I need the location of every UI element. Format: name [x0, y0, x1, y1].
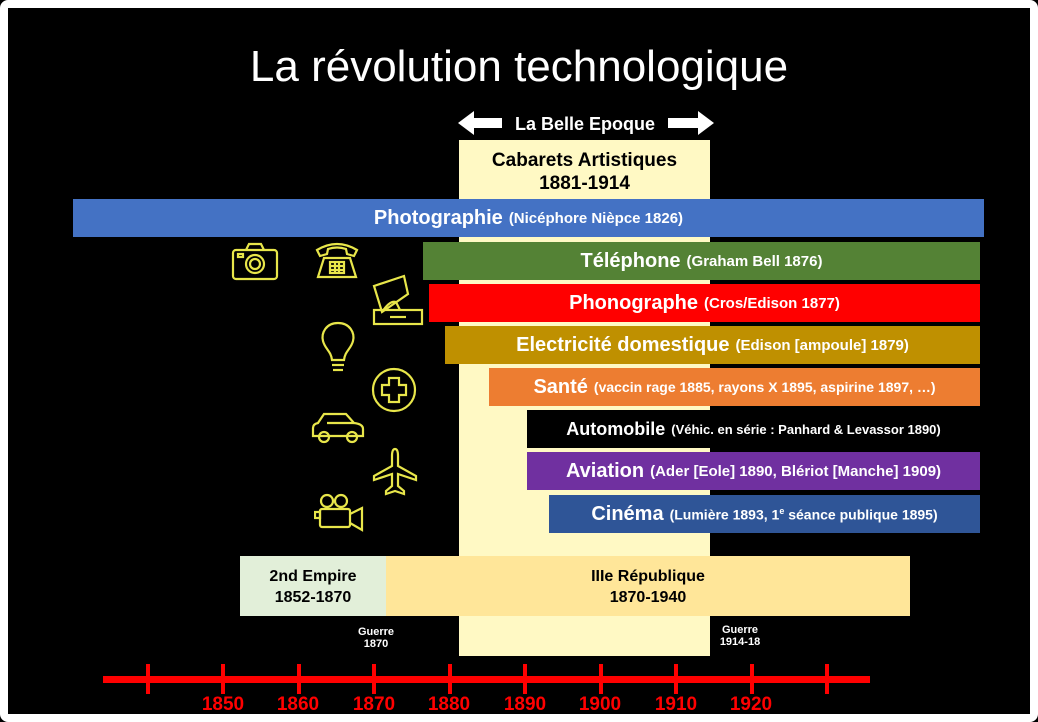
war-1870: Guerre 1870 — [348, 626, 404, 650]
airplane-icon — [370, 446, 420, 496]
axis-tick — [599, 664, 603, 694]
axis-tick — [448, 664, 452, 694]
bar-telephone: Téléphone (Graham Bell 1876) — [423, 242, 980, 280]
regime-troisieme-republique: IIIe République 1870-1940 — [386, 556, 910, 616]
war-1914-18: Guerre 1914-18 — [712, 624, 768, 648]
bar-detail: (Graham Bell 1876) — [686, 252, 823, 270]
cabarets-name: Cabarets Artistiques — [491, 150, 678, 171]
regime-years: 1852-1870 — [274, 589, 352, 606]
gramophone-icon — [370, 272, 426, 328]
bar-phonographe: Phonographe (Cros/Edison 1877) — [429, 284, 980, 322]
bar-detail: (Lumière 1893, 1e séance publique 1895) — [670, 506, 938, 523]
axis-tick — [523, 664, 527, 694]
bar-photographie: Photographie (Nicéphore Nièpce 1826) — [73, 199, 984, 237]
year-label: 1910 — [654, 694, 698, 715]
car-icon — [310, 410, 366, 446]
bar-automobile: Automobile (Véhic. en série : Panhard & L… — [527, 410, 980, 448]
axis-tick — [146, 664, 150, 694]
year-label: 1890 — [503, 694, 547, 715]
detail-sup: e — [779, 505, 785, 516]
bar-detail: (Ader [Eole] 1890, Blériot [Manche] 1909… — [650, 462, 942, 480]
axis-tick — [825, 664, 829, 694]
axis-tick — [297, 664, 301, 694]
regime-name: 2nd Empire — [269, 568, 357, 585]
health-cross-icon — [370, 366, 418, 414]
detail-post: séance publique 1895) — [784, 506, 938, 523]
belle-epoque-label: La Belle Epoque — [514, 114, 656, 134]
regime-name: IIIe République — [591, 568, 705, 585]
bar-name: Photographie — [373, 206, 503, 229]
time-axis — [103, 676, 870, 683]
regime-years: 1870-1940 — [609, 589, 687, 606]
axis-tick — [750, 664, 754, 694]
regime-second-empire: 2nd Empire 1852-1870 — [240, 556, 386, 616]
detail-pre: (Lumière 1893, 1 — [669, 506, 780, 523]
war-line1: Guerre — [721, 624, 759, 636]
bar-detail: (Cros/Edison 1877) — [704, 294, 840, 312]
year-label: 1850 — [201, 694, 245, 715]
year-label: 1920 — [729, 694, 773, 715]
bar-name: Aviation — [565, 459, 645, 482]
movie-camera-icon — [313, 492, 366, 532]
bar-sante: Santé (vaccin rage 1885, rayons X 1895, a… — [489, 368, 980, 406]
bar-name: Santé — [533, 375, 588, 398]
bar-name: Téléphone — [580, 249, 681, 272]
bar-cinema: Cinéma (Lumière 1893, 1e séance publique … — [549, 495, 980, 533]
belle-epoque-label-bg — [502, 113, 668, 135]
war-line2: 1914-18 — [719, 636, 761, 648]
war-line2: 1870 — [363, 638, 389, 650]
war-line1: Guerre — [357, 626, 395, 638]
camera-icon — [230, 240, 280, 282]
year-label: 1880 — [427, 694, 471, 715]
year-label: 1870 — [352, 694, 396, 715]
bar-name: Cinéma — [591, 502, 664, 525]
axis-tick — [372, 664, 376, 694]
bar-detail: (Véhic. en série : Panhard & Levassor 18… — [671, 421, 941, 437]
page-title: La révolution technologique — [249, 42, 789, 91]
bar-electricite: Electricité domestique (Edison [ampoule] … — [445, 326, 980, 364]
axis-tick — [674, 664, 678, 694]
lightbulb-icon — [318, 320, 358, 376]
cabarets-years: 1881-1914 — [539, 173, 630, 194]
telephone-icon — [314, 240, 360, 280]
bar-aviation: Aviation (Ader [Eole] 1890, Blériot [Manc… — [527, 452, 980, 490]
bar-detail: (Nicéphore Nièpce 1826) — [508, 209, 684, 227]
bar-name: Phonographe — [569, 291, 698, 314]
bar-detail: (vaccin rage 1885, rayons X 1895, aspiri… — [593, 379, 936, 395]
year-label: 1900 — [578, 694, 622, 715]
year-label: 1860 — [276, 694, 320, 715]
bar-detail: (Edison [ampoule] 1879) — [735, 336, 909, 354]
axis-tick — [221, 664, 225, 694]
bar-name: Electricité domestique — [516, 333, 730, 356]
bar-name: Automobile — [566, 418, 666, 439]
